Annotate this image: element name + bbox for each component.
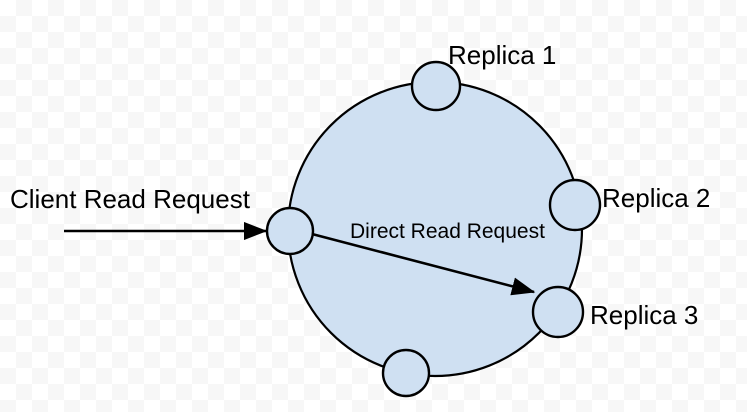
replica-1-node[interactable]: [410, 60, 462, 112]
coordinator-node[interactable]: [265, 206, 315, 256]
direct-read-request-arrow: [311, 232, 536, 296]
replica-3-label: Replica 3: [590, 300, 698, 330]
bottom-node[interactable]: [381, 348, 431, 398]
client-read-request-label: Client Read Request: [10, 184, 251, 214]
replica-2-label: Replica 2: [602, 183, 710, 213]
node-coordinator[interactable]: [265, 206, 315, 256]
replica-1-label: Replica 1: [448, 40, 556, 70]
replica-2-node[interactable]: [548, 178, 602, 232]
node-replica-3[interactable]: Replica 3: [531, 285, 698, 339]
direct-read-request-label: Direct Read Request: [350, 220, 545, 243]
node-bottom[interactable]: [381, 348, 431, 398]
node-replica-2[interactable]: Replica 2: [548, 178, 710, 232]
edge-client-read-request: Client Read Request: [10, 184, 268, 241]
node-replica-1[interactable]: Replica 1: [410, 40, 556, 112]
edge-direct-read-request: Direct Read Request: [311, 220, 545, 296]
replica-3-node[interactable]: [531, 285, 585, 339]
